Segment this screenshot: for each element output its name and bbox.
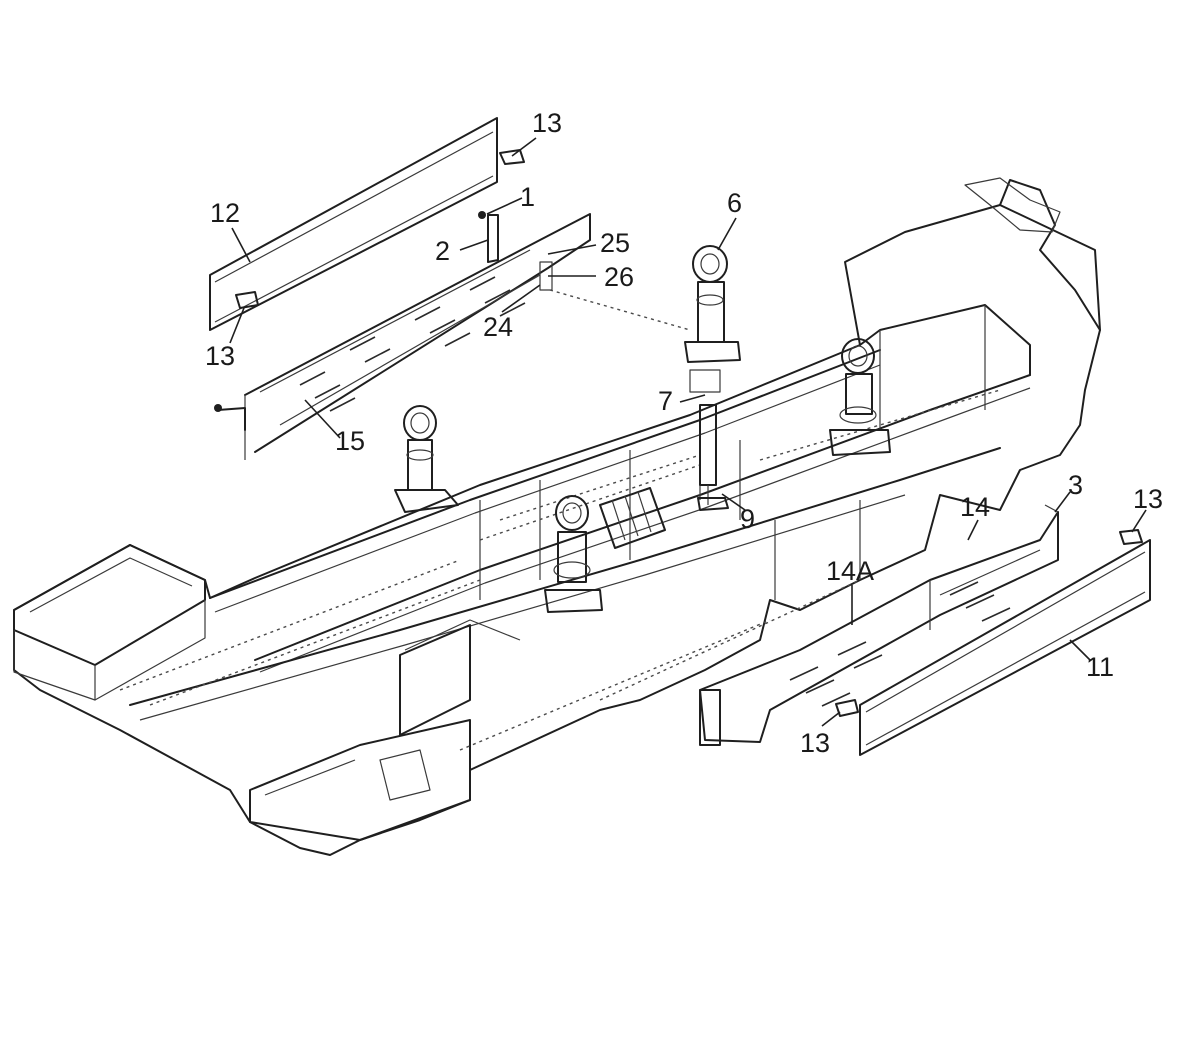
callout-1: 1 [520,182,535,212]
callout-13-top: 13 [532,108,562,138]
hydraulic-cylinder [689,369,729,511]
callout-11: 11 [1086,652,1114,682]
callout-7: 7 [658,386,673,416]
leader-lines [229,137,1147,727]
callout-14A: 14A [826,556,874,586]
callout-13-bottom: 13 [800,728,830,758]
lift-bracket-rear-right [829,338,891,456]
callout-14: 14 [960,492,990,522]
lift-bracket-rear-center [684,245,741,363]
step-bracket-14 [699,504,1059,746]
callout-12: 12 [210,198,240,228]
callout-13-left: 13 [205,341,235,371]
callout-13-right: 13 [1133,484,1163,514]
valve-manifold [599,487,666,549]
callout-2: 2 [435,236,450,266]
cover-panel-12 [209,117,525,331]
callout-25: 25 [600,228,630,258]
callout-9: 9 [740,504,755,534]
lift-bracket-front-left [394,405,459,513]
step-bracket-15 [214,211,691,460]
cover-panel-11 [835,529,1151,756]
callout-15: 15 [335,426,365,456]
callout-3: 3 [1068,470,1083,500]
callout-6: 6 [727,188,742,218]
callout-24: 24 [483,312,513,342]
lift-bracket-front-right [544,495,603,613]
callout-labels: 13 12 1 2 6 25 26 13 24 7 15 9 3 13 14 1… [205,108,1163,758]
callout-26: 26 [604,262,634,292]
main-frame [13,177,1101,856]
